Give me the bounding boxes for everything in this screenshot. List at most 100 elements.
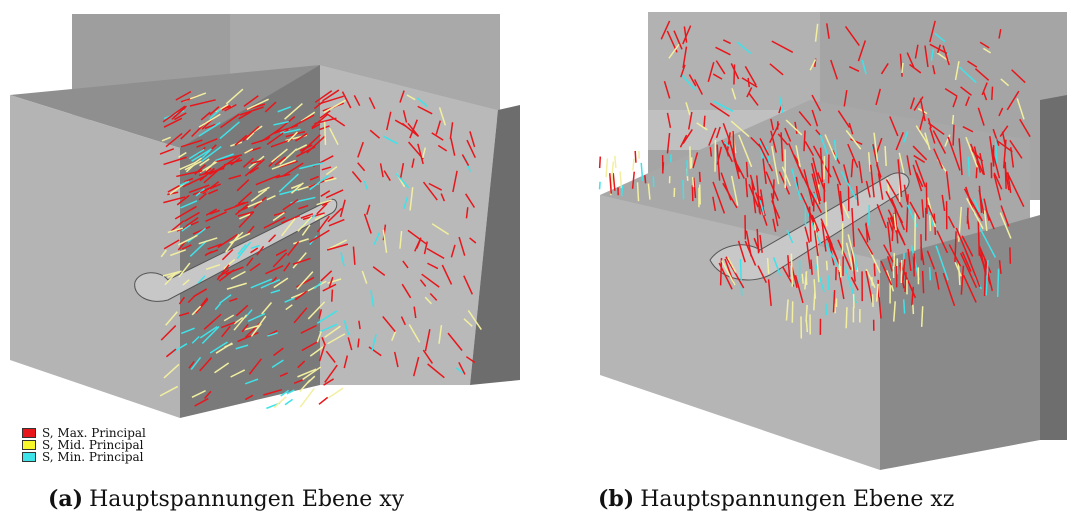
stress-vector (800, 192, 815, 223)
stress-vector (640, 162, 644, 182)
stress-vector (236, 179, 250, 192)
stress-vector (865, 222, 869, 243)
stress-vector (847, 143, 859, 168)
stress-vector (954, 231, 957, 262)
stress-vector (296, 271, 314, 290)
stress-vector (909, 97, 916, 110)
stress-vector (188, 361, 195, 369)
stress-vector (268, 329, 278, 336)
stress-vector (952, 96, 958, 108)
caption-b-text: Hauptspannungen Ebene xz (640, 487, 955, 512)
stress-vector (794, 121, 798, 135)
stress-vector (745, 161, 749, 178)
stress-vector (978, 225, 997, 258)
stress-vector (921, 199, 925, 218)
stress-vector (845, 307, 848, 329)
stress-vector (297, 216, 313, 232)
stress-vector (205, 211, 227, 223)
stress-vector (321, 337, 326, 346)
stress-vector (369, 129, 381, 139)
stress-vector (825, 235, 837, 257)
stress-vector (419, 279, 427, 287)
vector-field-a (159, 88, 482, 410)
stress-vector (598, 156, 602, 169)
stress-vector (777, 133, 789, 146)
stress-vector (329, 127, 339, 146)
stress-vector (265, 265, 284, 275)
stress-vector (809, 59, 817, 71)
stress-vector (242, 157, 254, 168)
stress-vector (759, 234, 763, 253)
stress-vector (885, 190, 904, 224)
stress-vector (277, 106, 292, 113)
stress-vector (316, 310, 338, 324)
stress-vector (301, 340, 319, 352)
stress-vector (293, 307, 308, 324)
legend-swatch-mid (22, 440, 36, 450)
stress-vector (282, 199, 299, 211)
stress-vector (313, 282, 322, 289)
stress-vector (758, 143, 774, 172)
stress-vector (921, 270, 925, 294)
stress-vector (837, 239, 852, 270)
stress-vector (983, 210, 988, 232)
stress-vector (685, 102, 691, 116)
stress-vector (223, 314, 235, 322)
stress-vector (409, 187, 414, 211)
stress-vector (340, 252, 345, 267)
stress-vector (180, 98, 191, 103)
stress-vector (331, 289, 334, 302)
stress-vector (1003, 163, 1010, 191)
stress-vector (357, 141, 364, 158)
stress-vector (1000, 205, 1010, 227)
right-side-face (470, 105, 520, 385)
stress-vector (912, 145, 928, 161)
stress-vector (644, 175, 647, 184)
stress-vector (219, 121, 240, 140)
stress-vector (185, 164, 195, 173)
stress-vector (819, 147, 824, 183)
stress-vector (982, 47, 992, 54)
stress-vector (814, 23, 819, 42)
stress-vector (320, 190, 331, 197)
stress-vector (246, 257, 254, 267)
stress-vector (784, 127, 792, 142)
stress-vector (930, 48, 935, 62)
stress-vector (660, 20, 671, 40)
stress-vector (423, 241, 428, 255)
stress-vector (358, 320, 361, 330)
stress-vector (283, 128, 301, 134)
stress-vector (929, 43, 948, 55)
stress-vector (322, 283, 337, 292)
stress-vector (399, 162, 405, 179)
stress-vector (762, 158, 767, 184)
stress-vector (982, 91, 988, 101)
stress-vector (178, 262, 191, 278)
stress-vector (810, 162, 822, 202)
stress-vector (739, 259, 743, 296)
stress-vector (744, 66, 757, 86)
stress-vector (872, 144, 882, 179)
stress-vector (237, 243, 247, 255)
stress-vector (889, 116, 899, 137)
stress-vector (245, 378, 259, 385)
stress-vector (324, 325, 341, 338)
stress-vector (235, 304, 249, 317)
stress-vector (431, 132, 444, 141)
stress-vector (944, 87, 958, 97)
stress-vector (452, 170, 458, 193)
stress-vector (465, 356, 476, 364)
stress-vector (373, 232, 381, 245)
legend-item-max: S, Max. Principal (22, 427, 146, 439)
stress-vector (820, 218, 833, 246)
stress-vector (181, 223, 192, 232)
stress-vector (1000, 78, 1010, 87)
stress-vector (929, 20, 936, 43)
stress-vector (237, 210, 255, 217)
stress-vector (257, 186, 270, 194)
stress-vector (196, 138, 218, 148)
stress-vector (709, 147, 713, 157)
stress-vector (191, 335, 200, 344)
stress-vector (209, 106, 220, 116)
stress-vector (693, 79, 704, 95)
